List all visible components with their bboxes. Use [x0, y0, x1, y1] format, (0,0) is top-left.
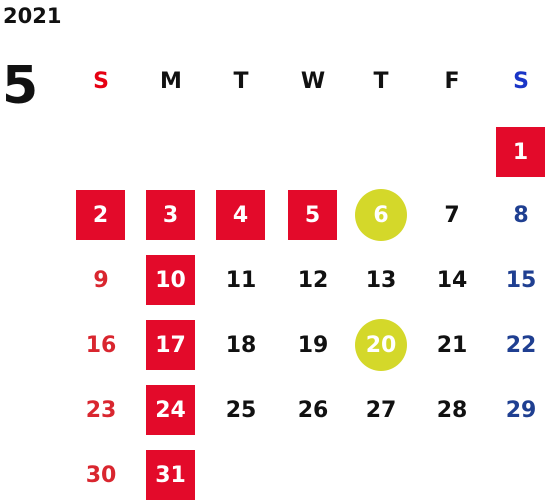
- day-cell-25[interactable]: 25: [225, 397, 257, 423]
- day-cell-10[interactable]: 10: [146, 255, 195, 305]
- day-cell-12[interactable]: 12: [297, 267, 329, 293]
- day-cell-14[interactable]: 14: [436, 267, 468, 293]
- day-cell-21[interactable]: 21: [436, 332, 468, 358]
- day-cell-15[interactable]: 15: [505, 267, 537, 293]
- day-cell-4[interactable]: 4: [216, 190, 265, 240]
- day-cell-22[interactable]: 22: [505, 332, 537, 358]
- day-cell-23[interactable]: 23: [85, 397, 117, 423]
- day-cell-5[interactable]: 5: [288, 190, 337, 240]
- weekday-wed: W: [300, 68, 326, 94]
- calendar-month: 5: [2, 56, 39, 116]
- day-cell-2[interactable]: 2: [76, 190, 125, 240]
- weekday-tue: T: [233, 68, 249, 94]
- day-cell-17[interactable]: 17: [146, 320, 195, 370]
- day-cell-8[interactable]: 8: [513, 202, 529, 228]
- day-cell-24[interactable]: 24: [146, 385, 195, 435]
- day-cell-31[interactable]: 31: [146, 450, 195, 500]
- day-cell-27[interactable]: 27: [365, 397, 397, 423]
- day-cell-1[interactable]: 1: [496, 127, 545, 177]
- day-cell-20[interactable]: 20: [355, 319, 407, 371]
- day-cell-6[interactable]: 6: [355, 189, 407, 241]
- day-cell-18[interactable]: 18: [225, 332, 257, 358]
- weekday-thu: T: [373, 68, 389, 94]
- calendar-year: 2021: [3, 4, 62, 28]
- day-cell-16[interactable]: 16: [85, 332, 117, 358]
- weekday-sun: S: [93, 68, 109, 94]
- weekday-fri: F: [444, 68, 460, 94]
- day-cell-19[interactable]: 19: [297, 332, 329, 358]
- weekday-sat: S: [513, 68, 529, 94]
- day-cell-7[interactable]: 7: [444, 202, 460, 228]
- day-cell-9[interactable]: 9: [93, 267, 109, 293]
- day-cell-3[interactable]: 3: [146, 190, 195, 240]
- day-cell-13[interactable]: 13: [365, 267, 397, 293]
- weekday-mon: M: [160, 68, 182, 94]
- day-cell-26[interactable]: 26: [297, 397, 329, 423]
- day-cell-29[interactable]: 29: [505, 397, 537, 423]
- day-cell-28[interactable]: 28: [436, 397, 468, 423]
- day-cell-30[interactable]: 30: [85, 462, 117, 488]
- day-cell-11[interactable]: 11: [225, 267, 257, 293]
